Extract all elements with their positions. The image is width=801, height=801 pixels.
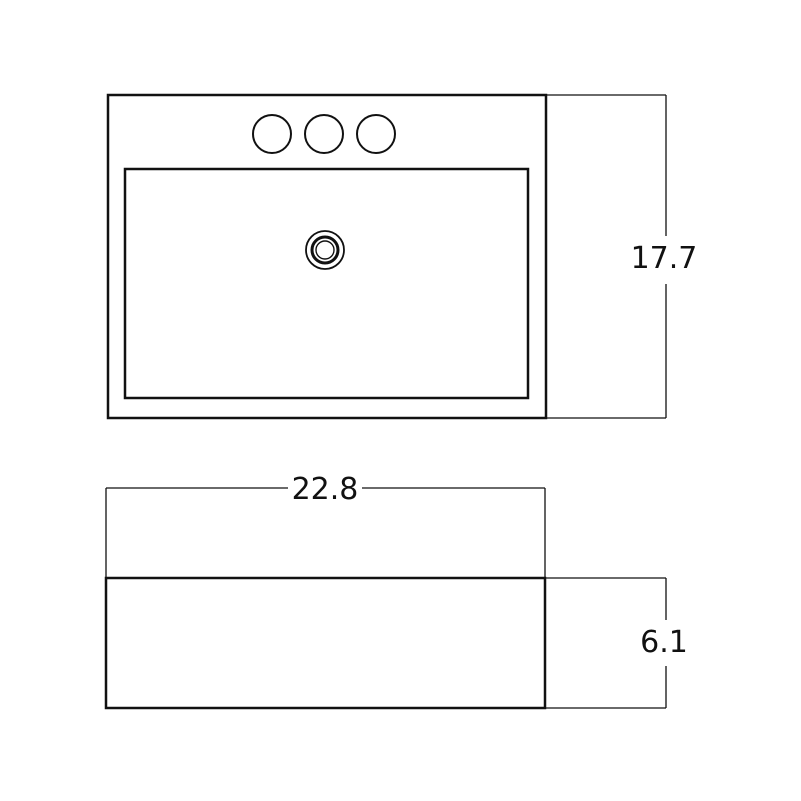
basin-inner-outline [123,167,530,400]
height-dimension [545,577,667,709]
depth-dimension [546,94,667,419]
drain-icon [305,230,345,270]
width-label: 22.8 [292,472,359,507]
top-view [106,93,548,420]
top-view-outer-outline [106,93,548,420]
side-view-outline [104,576,547,710]
depth-label: 17.7 [631,241,698,276]
width-dimension [105,487,546,578]
faucet-hole-right-icon [356,114,396,154]
faucet-hole-left-icon [252,114,292,154]
faucet-hole-center-icon [304,114,344,154]
height-label: 6.1 [640,625,688,660]
